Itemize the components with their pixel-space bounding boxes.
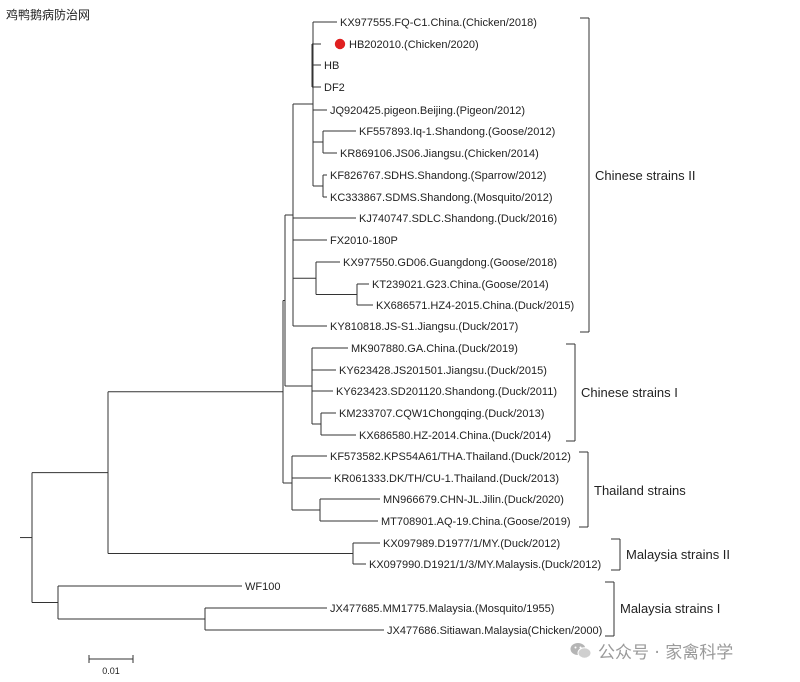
group-label: Malaysia strains II [626, 547, 730, 562]
leaf-label: KT239021.G23.China.(Goose/2014) [372, 279, 549, 291]
group-label: Chinese strains I [581, 385, 678, 400]
group-brackets [566, 17, 621, 637]
leaf-label: KJ740747.SDLC.Shandong.(Duck/2016) [359, 213, 557, 225]
leaf-label: KF573582.KPS54A61/THA.Thailand.(Duck/201… [330, 451, 571, 463]
highlight-marker [334, 38, 346, 50]
leaf-label: KX686580.HZ-2014.China.(Duck/2014) [359, 430, 551, 442]
leaf-label: MK907880.GA.China.(Duck/2019) [351, 343, 518, 355]
leaf-label: MT708901.AQ-19.China.(Goose/2019) [381, 516, 571, 528]
leaf-label: FX2010-180P [330, 235, 398, 247]
leaf-label: WF100 [245, 581, 280, 593]
leaf-labels: KX977555.FQ-C1.China.(Chicken/2018) HB202… [245, 17, 602, 637]
leaf-label: JX477685.MM1775.Malaysia.(Mosquito/1955) [330, 603, 554, 615]
leaf-label: KX097990.D1921/1/3/MY.Malaysis.(Duck/201… [369, 559, 601, 571]
leaf-label: KF826767.SDHS.Shandong.(Sparrow/2012) [330, 170, 546, 182]
leaf-label: KY623423.SD201120.Shandong.(Duck/2011) [336, 386, 557, 398]
leaf-label: JX477686.Sitiawan.Malaysia(Chicken/2000) [387, 625, 602, 637]
leaf-label: HB [324, 60, 339, 72]
leaf-label: KF557893.Iq-1.Shandong.(Goose/2012) [359, 126, 555, 138]
leaf-label: KR061333.DK/TH/CU-1.Thailand.(Duck/2013) [334, 473, 559, 485]
leaf-label: KX097989.D1977/1/MY.(Duck/2012) [383, 538, 560, 550]
leaf-label: MN966679.CHN-JL.Jilin.(Duck/2020) [383, 494, 564, 506]
leaf-label: KM233707.CQW1Chongqing.(Duck/2013) [339, 408, 544, 420]
scale-bar-label: 0.01 [102, 666, 120, 676]
group-labels: Chinese strains II Chinese strains I Thail… [581, 168, 730, 616]
tree-branches [20, 21, 384, 631]
group-label: Malaysia strains I [620, 601, 720, 616]
leaf-label: KY623428.JS201501.Jiangsu.(Duck/2015) [339, 365, 547, 377]
group-label: Thailand strains [594, 483, 686, 498]
scale-bar: 0.01 [88, 655, 134, 676]
leaf-label: KC333867.SDMS.Shandong.(Mosquito/2012) [330, 192, 553, 204]
watermark: 公众号 · 家禽科学 [570, 638, 733, 663]
leaf-label: DF2 [324, 82, 345, 94]
leaf-label: KX977550.GD06.Guangdong.(Goose/2018) [343, 257, 557, 269]
group-label: Chinese strains II [595, 168, 695, 183]
leaf-label: HB202010.(Chicken/2020) [349, 39, 479, 51]
leaf-label: KR869106.JS06.Jiangsu.(Chicken/2014) [340, 148, 539, 160]
leaf-label: KY810818.JS-S1.Jiangsu.(Duck/2017) [330, 321, 518, 333]
watermark-text: 公众号 · 家禽科学 [598, 643, 734, 663]
site-title: 鸡鸭鹅病防治网 [6, 8, 91, 22]
leaf-label: JQ920425.pigeon.Beijing.(Pigeon/2012) [330, 105, 525, 117]
leaf-label: KX686571.HZ4-2015.China.(Duck/2015) [376, 300, 574, 312]
leaf-label: KX977555.FQ-C1.China.(Chicken/2018) [340, 17, 537, 29]
wechat-icon [570, 642, 592, 659]
